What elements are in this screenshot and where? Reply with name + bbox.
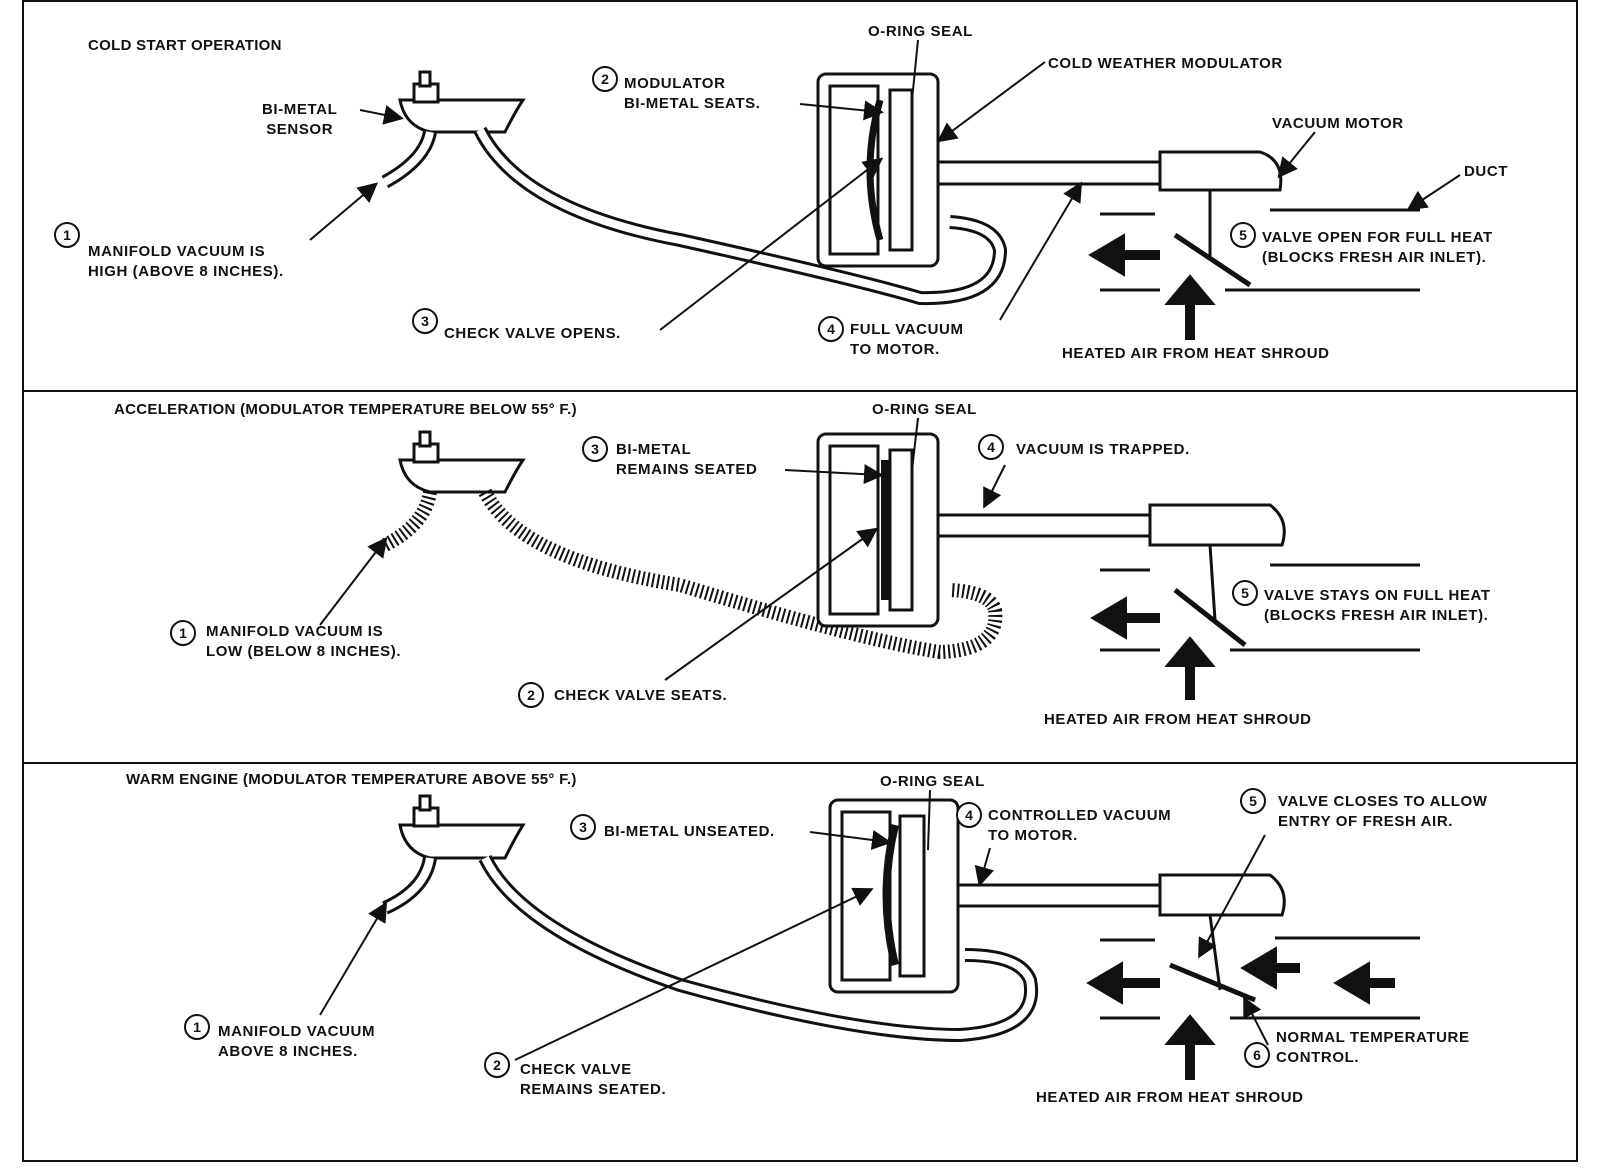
manifold-vacuum-above-label: MANIFOLD VACUUM ABOVE 8 INCHES. (218, 1023, 376, 1060)
motor-tube-1 (938, 160, 1160, 186)
panel-divider-2 (22, 762, 1578, 764)
callout-number-5: 5 (1230, 222, 1256, 248)
panel-1-artwork (309, 39, 1461, 340)
vacuum-trapped-label: VACUUM IS TRAPPED. (1016, 441, 1190, 458)
bimetal-sensor-3 (398, 794, 526, 860)
bimetal-remains-seated-label: BI-METAL REMAINS SEATED (616, 441, 758, 478)
callout-number-2-p3: 2 (484, 1052, 510, 1078)
callout-number-4: 4 (818, 316, 844, 342)
modulator-3 (828, 798, 960, 994)
callout-number-3: 3 (412, 308, 438, 334)
callout-number-6: 6 (1244, 1042, 1270, 1068)
panel-divider-1 (22, 390, 1578, 392)
check-valve-opens-label: CHECK VALVE OPENS. (444, 325, 621, 342)
vacuum-motor-2 (1148, 503, 1286, 547)
valve-open-label: VALVE OPEN FOR FULL HEAT (BLOCKS FRESH A… (1262, 229, 1493, 266)
duct-1 (1100, 190, 1420, 292)
cold-weather-modulator-1 (816, 72, 940, 268)
bimetal-sensor-1 (398, 70, 526, 134)
normal-temperature-control-label: NORMAL TEMPERATURE CONTROL. (1276, 1029, 1470, 1066)
callout-number-1-p3: 1 (184, 1014, 210, 1040)
callout-number-1: 1 (54, 222, 80, 248)
bimetal-sensor-2 (398, 430, 526, 494)
callout-number-2-p2: 2 (518, 682, 544, 708)
modulator-2 (816, 432, 940, 628)
manifold-vacuum-high-label: MANIFOLD VACUUM IS HIGH (ABOVE 8 INCHES)… (88, 243, 284, 280)
heated-air-label-3: HEATED AIR FROM HEAT SHROUD (1036, 1089, 1304, 1106)
modulator-seats-label: MODULATOR BI-METAL SEATS. (624, 75, 761, 112)
callout-number-2: 2 (592, 66, 618, 92)
callout-number-1-p2: 1 (170, 620, 196, 646)
valve-stays-label: VALVE STAYS ON FULL HEAT (BLOCKS FRESH A… (1264, 587, 1491, 624)
oring-seal-label-3: O-RING SEAL (880, 773, 985, 790)
motor-tube-2 (938, 513, 1150, 538)
oring-seal-label-1: O-RING SEAL (868, 23, 973, 40)
panel-2-artwork (319, 417, 1420, 700)
check-valve-seats-label: CHECK VALVE SEATS. (554, 687, 728, 704)
manifold-vacuum-low-label: MANIFOLD VACUUM IS LOW (BELOW 8 INCHES). (206, 623, 402, 660)
heated-air-label-1: HEATED AIR FROM HEAT SHROUD (1062, 345, 1330, 362)
callout-number-4-p3: 4 (956, 802, 982, 828)
duct-label: DUCT (1464, 163, 1509, 180)
panel-2-title: ACCELERATION (MODULATOR TEMPERATURE BELO… (114, 401, 577, 418)
check-valve-remains-label: CHECK VALVE REMAINS SEATED. (520, 1061, 667, 1098)
cold-weather-modulator-label: COLD WEATHER MODULATOR (1048, 55, 1283, 72)
manifold-hose-2 (381, 490, 437, 552)
diagram-frame (22, 0, 1578, 1162)
callout-number-4-p2: 4 (978, 434, 1004, 460)
callout-number-5-p3: 5 (1240, 788, 1266, 814)
panel-3-artwork (319, 789, 1420, 1080)
valve-closes-label: VALVE CLOSES TO ALLOW ENTRY OF FRESH AIR… (1278, 793, 1488, 830)
callout-number-5-p2: 5 (1232, 580, 1258, 606)
callout-number-3-p2: 3 (582, 436, 608, 462)
motor-tube-3 (958, 883, 1160, 908)
vacuum-hose-2 (478, 488, 1003, 660)
oring-seal-label-2: O-RING SEAL (872, 401, 977, 418)
panel-3-title: WARM ENGINE (MODULATOR TEMPERATURE ABOVE… (126, 771, 577, 788)
heated-air-label-2: HEATED AIR FROM HEAT SHROUD (1044, 711, 1312, 728)
vacuum-motor-label: VACUUM MOTOR (1272, 115, 1404, 132)
bimetal-sensor-label: BI-METAL SENSOR (262, 101, 338, 138)
vacuum-motor-3 (1158, 873, 1286, 917)
duct-2 (1100, 544, 1420, 652)
full-vacuum-label: FULL VACUUM TO MOTOR. (850, 321, 964, 358)
controlled-vacuum-label: CONTROLLED VACUUM TO MOTOR. (988, 807, 1172, 844)
bimetal-unseated-label: BI-METAL UNSEATED. (604, 823, 775, 840)
panel-1-title: COLD START OPERATION (88, 37, 282, 54)
vacuum-motor-1 (1158, 150, 1283, 192)
callout-number-3-p3: 3 (570, 814, 596, 840)
